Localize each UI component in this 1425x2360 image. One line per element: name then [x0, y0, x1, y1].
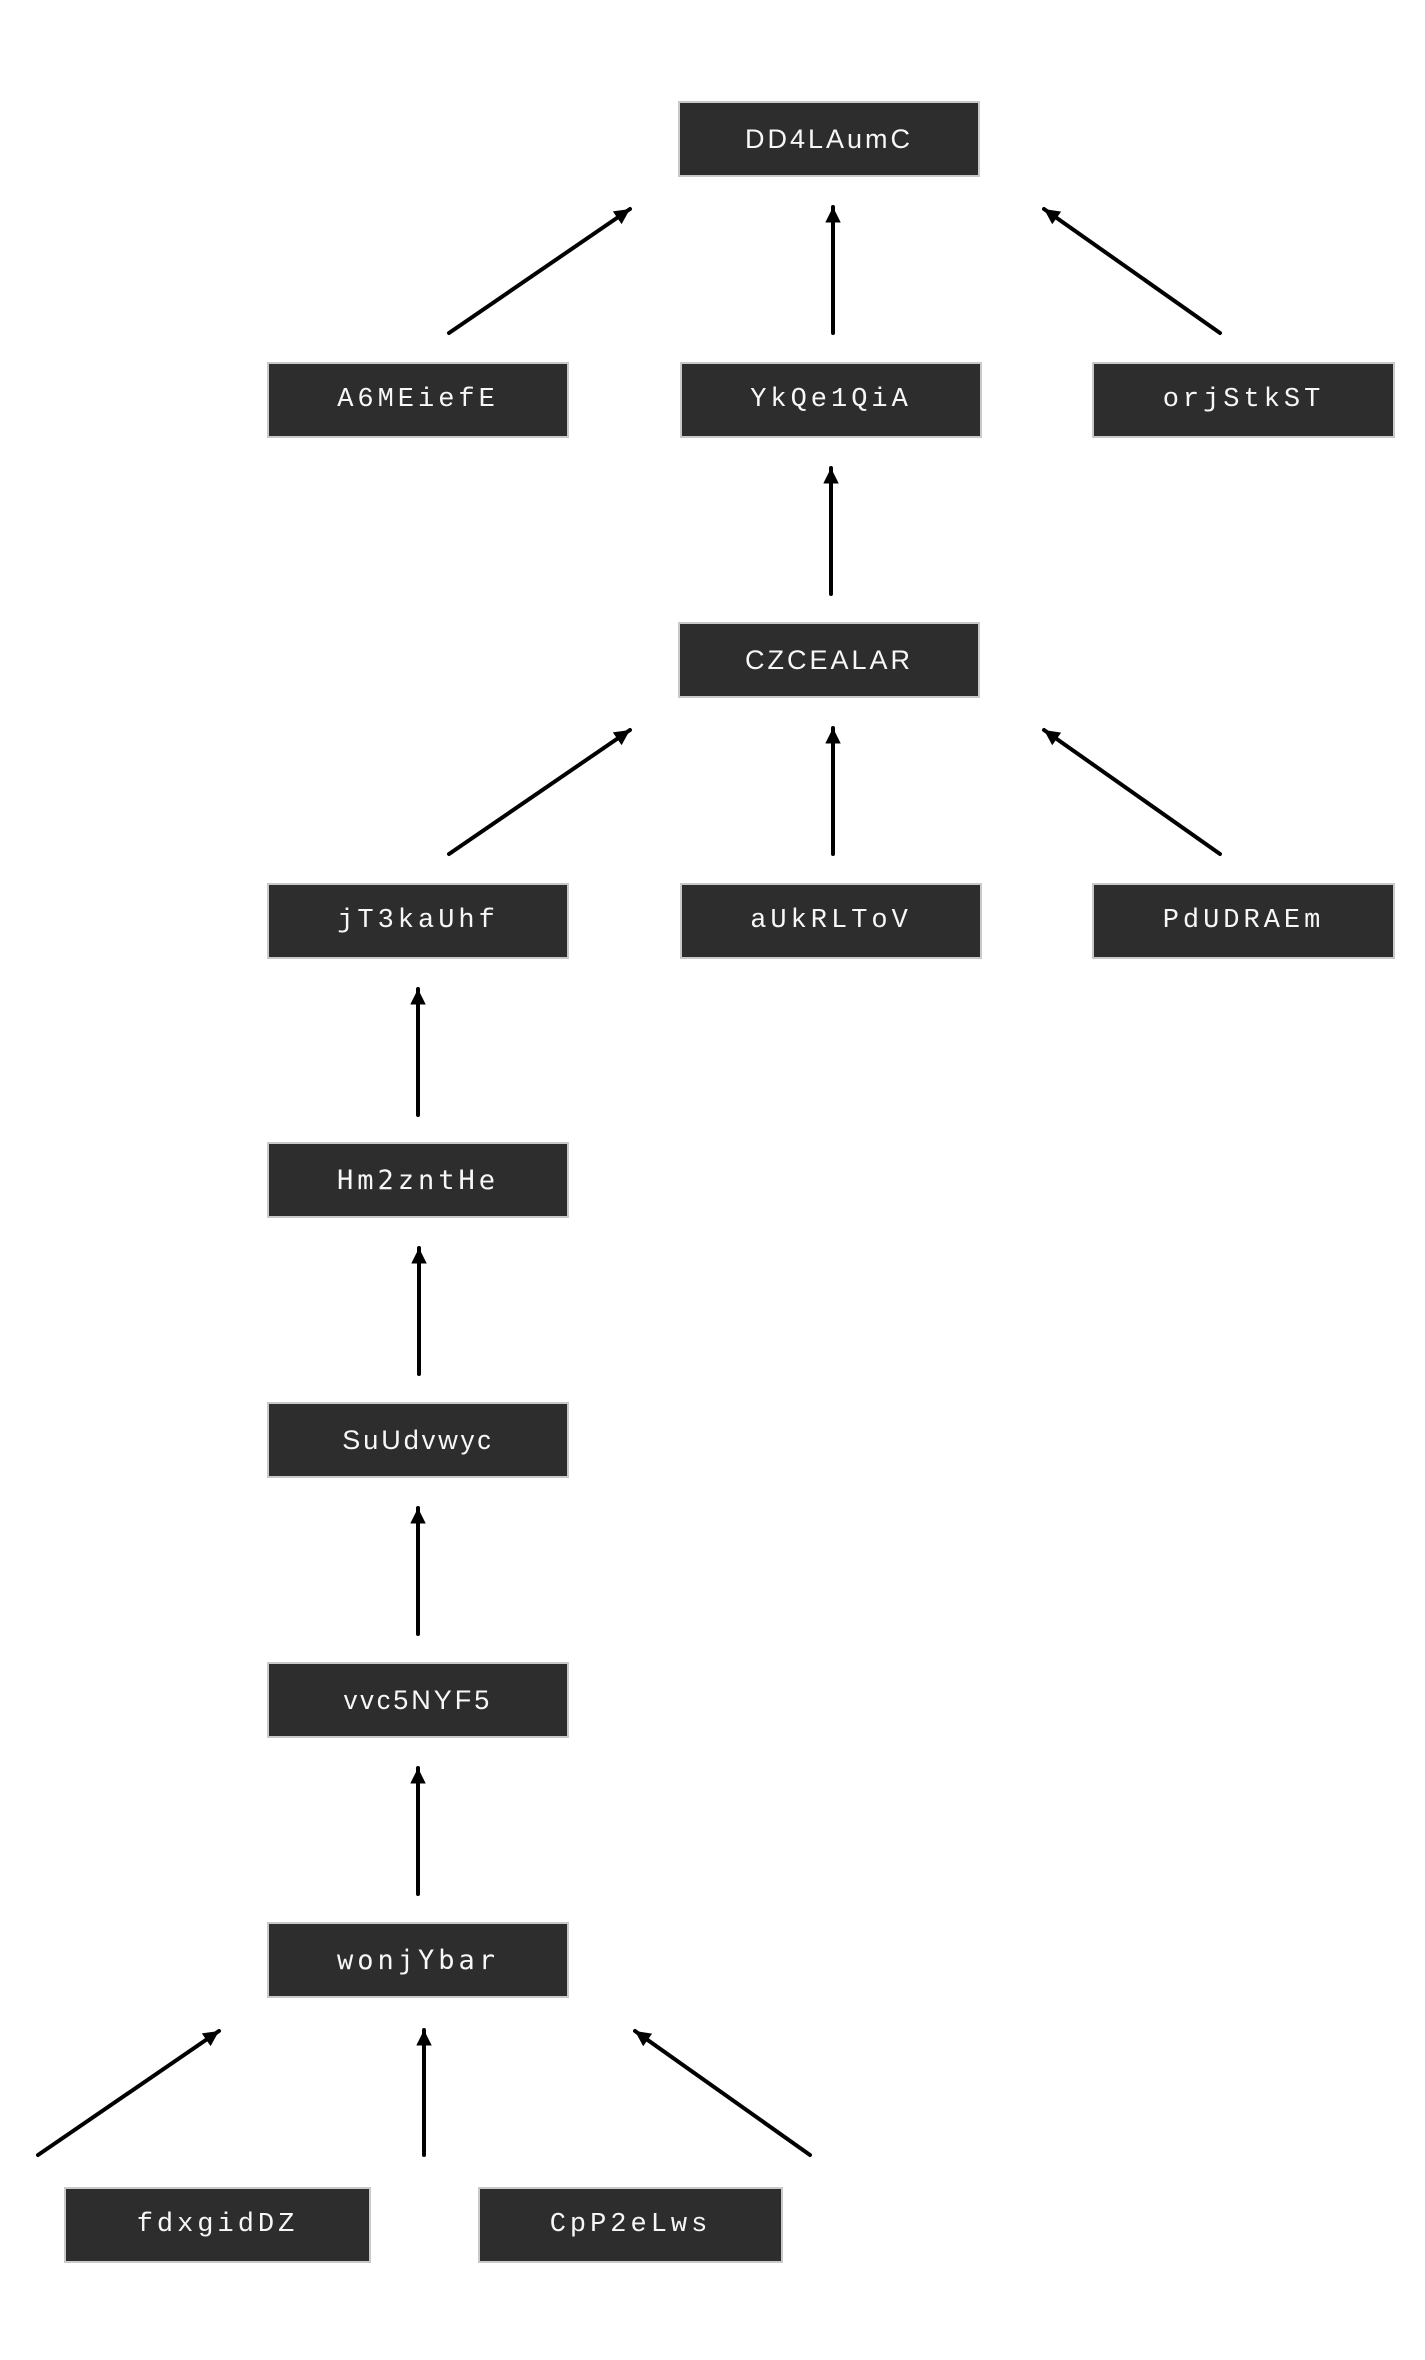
- node-dd4laumc-label: DD4LAumC: [744, 123, 914, 154]
- node-vvc5nyf5: vvc5NYF5: [267, 1662, 569, 1738]
- node-wonjybar: wonjYbar: [267, 1922, 569, 1998]
- node-hm2znthe-label: Hm2zntHe: [336, 1164, 500, 1196]
- edge-orjstkst-dd4laumc-arrow: [1042, 207, 1222, 335]
- edge-a6meiefe-dd4laumc-arrow: [447, 207, 632, 335]
- node-pdudraem-label: PdUDRAEm: [1162, 906, 1325, 936]
- node-cpp2elws: CpP2eLws: [478, 2187, 783, 2263]
- node-czcealar-label: CZCEALAR: [744, 644, 914, 675]
- node-orjstkst-label: orjStkST: [1162, 385, 1325, 415]
- node-aukrltov: aUkRLToV: [680, 883, 982, 959]
- node-ykqe1qia: YkQe1QiA: [680, 362, 982, 438]
- edge-jt3kauhf-czcealar-arrow: [447, 728, 632, 856]
- node-ykqe1qia-label: YkQe1QiA: [750, 385, 912, 415]
- node-czcealar: CZCEALAR: [678, 622, 980, 698]
- node-wonjybar-label: wonjYbar: [336, 1944, 500, 1976]
- node-fdxgiddz-label: fdxgidDZ: [136, 2210, 299, 2240]
- edge-cpp2elws-wonjybar-arrow: [633, 2029, 812, 2157]
- node-a6meiefe-label: A6MEiefE: [337, 385, 499, 415]
- node-cpp2elws-label: CpP2eLws: [549, 2210, 712, 2240]
- node-pdudraem: PdUDRAEm: [1092, 883, 1395, 959]
- node-aukrltov-label: aUkRLToV: [750, 906, 912, 936]
- node-jt3kauhf: jT3kaUhf: [267, 883, 569, 959]
- node-suudvwyc-label: SuUdvwyc: [342, 1424, 494, 1455]
- node-suudvwyc: SuUdvwyc: [267, 1402, 569, 1478]
- node-jt3kauhf-label: jT3kaUhf: [337, 906, 499, 936]
- node-dd4laumc: DD4LAumC: [678, 101, 980, 177]
- node-vvc5nyf5-label: vvc5NYF5: [343, 1684, 493, 1715]
- node-orjstkst: orjStkST: [1092, 362, 1395, 438]
- node-fdxgiddz: fdxgidDZ: [64, 2187, 371, 2263]
- node-hm2znthe: Hm2zntHe: [267, 1142, 569, 1218]
- node-a6meiefe: A6MEiefE: [267, 362, 569, 438]
- edge-pdudraem-czcealar-arrow: [1042, 728, 1222, 856]
- edge-fdxgiddz-wonjybar-arrow: [36, 2029, 221, 2157]
